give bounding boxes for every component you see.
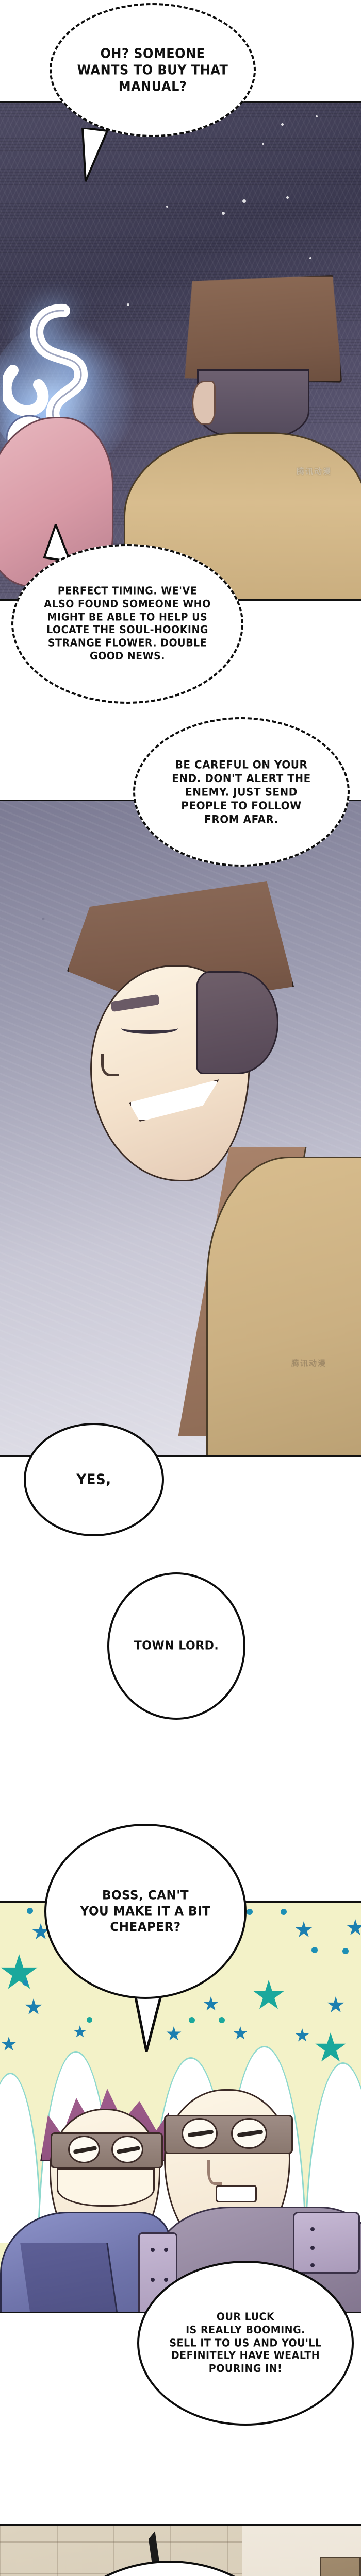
- rivet: [310, 2263, 315, 2267]
- speech-bubble-2-text: PERFECT TIMING. WE'VE ALSO FOUND SOMEONE…: [44, 585, 211, 662]
- speech-bubble-1-text: OH? SOMEONE WANTS TO BUY THAT MANUAL?: [77, 46, 228, 94]
- wooden-door: [320, 2557, 361, 2576]
- spark: [286, 196, 289, 199]
- star: [253, 1980, 284, 2009]
- bandit-b-mouth: [216, 2185, 257, 2202]
- spark: [166, 206, 168, 208]
- bandit-a-mask-band: [51, 2132, 163, 2168]
- comic-panel-1: 腾讯动漫: [0, 101, 361, 601]
- spark: [222, 212, 225, 215]
- dot: [311, 1947, 318, 1953]
- dot: [27, 1908, 33, 1914]
- rivet: [164, 2248, 168, 2252]
- speech-bubble-5: TOWN LORD.: [107, 1572, 245, 1720]
- bandit-b-pauldron: [293, 2212, 360, 2274]
- rivet: [151, 2278, 155, 2282]
- spark: [309, 257, 311, 259]
- dot: [342, 1948, 349, 1954]
- speech-bubble-6-text: BOSS, CAN'T YOU MAKE IT A BIT CHEAPER?: [80, 1888, 211, 1934]
- hair-back: [197, 369, 309, 439]
- star: [347, 1919, 361, 1935]
- speech-bubble-7-text: OUR LUCK IS REALLY BOOMING. SELL IT TO U…: [169, 2311, 322, 2375]
- nose: [101, 1054, 119, 1076]
- watermark: 腾讯动漫: [297, 467, 332, 476]
- rivet: [310, 2227, 315, 2231]
- rivet: [310, 2246, 315, 2250]
- speech-bubble-3-text: BE CAREFUL ON YOUR END. DON'T ALERT THE …: [172, 757, 311, 826]
- star: [295, 1921, 313, 1937]
- star: [25, 1998, 42, 2014]
- star: [1, 2037, 17, 2051]
- speech-bubble-3: BE CAREFUL ON YOUR END. DON'T ALERT THE …: [133, 717, 350, 867]
- star: [1, 1954, 38, 1989]
- star: [203, 1996, 219, 2011]
- dot: [23, 1980, 28, 1986]
- speech-bubble-4-text: YES,: [76, 1471, 111, 1488]
- dot: [281, 1909, 287, 1915]
- side-hair: [196, 971, 278, 1074]
- ear: [192, 381, 216, 425]
- star: [73, 2025, 87, 2038]
- star: [295, 2028, 309, 2042]
- eye-closed: [121, 1023, 178, 1034]
- spark: [262, 143, 264, 145]
- comic-panel-2: 腾讯动漫: [0, 800, 361, 1457]
- dot: [247, 1909, 253, 1915]
- speech-bubble-7: OUR LUCK IS REALLY BOOMING. SELL IT TO U…: [137, 2261, 354, 2426]
- watermark: 腾讯动漫: [291, 1359, 327, 1368]
- spark: [242, 199, 246, 203]
- official-hat: [183, 275, 342, 383]
- star: [327, 1996, 344, 2012]
- rivet: [164, 2278, 168, 2282]
- spark: [127, 303, 129, 306]
- radiance-beam: [0, 2073, 41, 2243]
- speech-bubble-5-text: TOWN LORD.: [134, 1639, 219, 1653]
- spark: [316, 115, 318, 117]
- star: [233, 2026, 248, 2040]
- dot: [219, 2017, 225, 2023]
- bandit-a-face-mask: [57, 2168, 155, 2207]
- speech-bubble-6: BOSS, CAN'T YOU MAKE IT A BIT CHEAPER?: [44, 1824, 247, 1999]
- comic-panel-3: [0, 1901, 361, 2313]
- star: [315, 2032, 346, 2062]
- speech-bubble-4: YES,: [24, 1423, 164, 1536]
- speech-tail-1: [81, 128, 109, 182]
- speech-bubble-2: PERFECT TIMING. WE'VE ALSO FOUND SOMEONE…: [11, 544, 243, 704]
- bandit-b-nose: [207, 2160, 222, 2185]
- speech-bubble-1: OH? SOMEONE WANTS TO BUY THAT MANUAL?: [50, 3, 256, 137]
- dot: [189, 2017, 195, 2023]
- spark: [281, 123, 284, 126]
- shoulder-robe: [206, 1157, 361, 1455]
- rivet: [151, 2248, 155, 2252]
- dot: [87, 2017, 92, 2023]
